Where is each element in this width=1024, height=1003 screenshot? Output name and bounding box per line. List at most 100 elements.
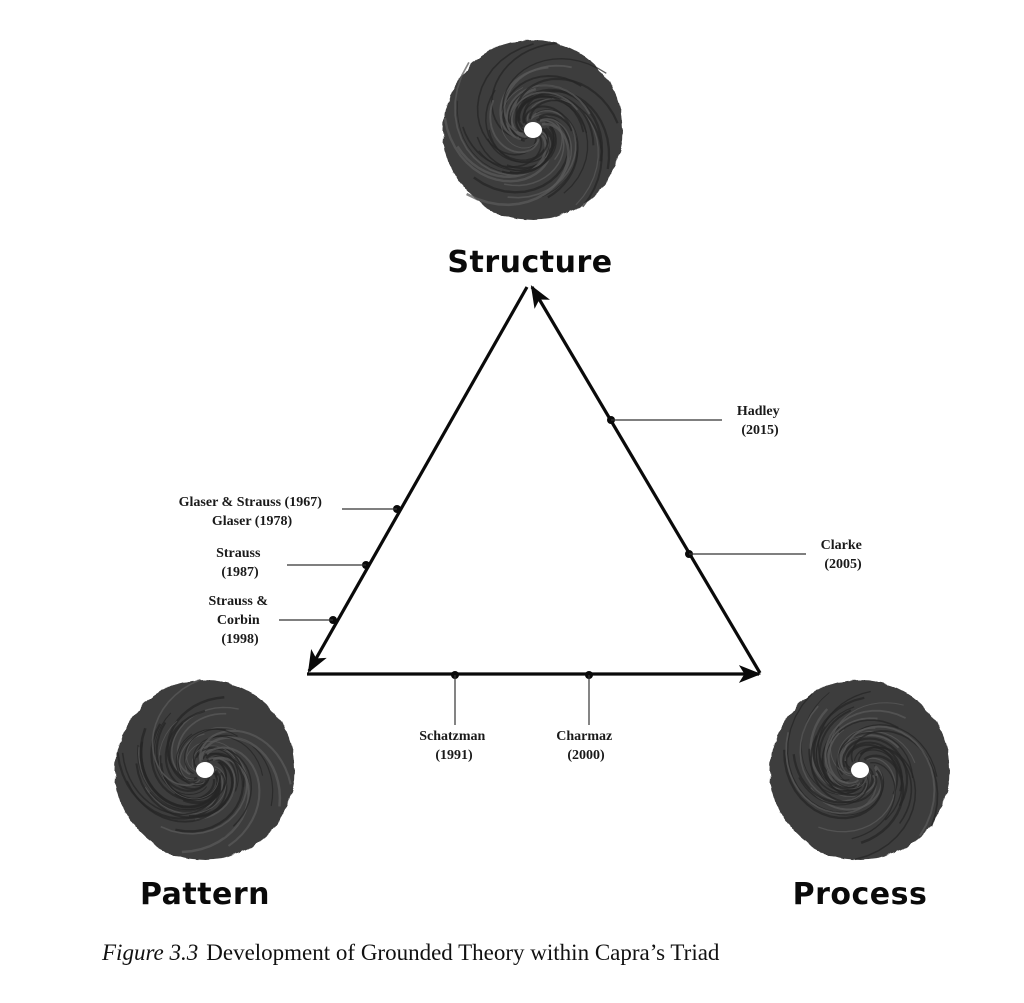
process-node: Process [770, 680, 950, 912]
figure-caption: Figure 3.3 Development of Grounded Theory… [102, 940, 719, 966]
marker-label: Hadley (2015) [737, 404, 783, 438]
swirl-stroke [798, 776, 869, 806]
swirl-stroke [815, 706, 861, 793]
swirl-eye [851, 762, 869, 778]
swirl-stroke [126, 772, 228, 823]
edge-process-to-structure [530, 285, 762, 674]
swirl-eye [524, 122, 542, 138]
structure-node: Structure [443, 40, 623, 280]
marker-label: Strauss & Corbin (1998) [208, 594, 271, 647]
swirl-stroke [179, 733, 209, 785]
swirl-stroke [175, 733, 211, 787]
swirl-stroke [195, 757, 236, 821]
swirl-stroke [827, 732, 859, 785]
swirl-stroke [150, 723, 216, 801]
swirl-stroke [462, 126, 543, 168]
swirl-stroke [200, 736, 282, 807]
swirl-stroke [186, 726, 237, 772]
marker-schatzman: Schatzman (1991) [419, 671, 489, 763]
swirl-stroke [489, 99, 540, 154]
swirl-stroke [812, 696, 865, 792]
swirl-stroke [501, 128, 553, 175]
swirl-stroke [836, 731, 914, 778]
marker-label-line: (1991) [435, 748, 473, 763]
marker-label-line: Glaser & Strauss (1967) [179, 495, 323, 510]
marker-glaser-strauss: Glaser & Strauss (1967) Glaser (1978) [179, 495, 401, 529]
swirl-stroke [539, 118, 573, 192]
swirl-stroke [503, 119, 565, 187]
swirl-stroke [515, 77, 619, 128]
swirl-stroke [206, 746, 261, 847]
swirl-stroke [486, 128, 549, 163]
marker-label-line: Hadley [737, 404, 780, 419]
figure-title: Development of Grounded Theory within Ca… [206, 940, 720, 965]
swirl-stroke [809, 735, 878, 804]
swirl-stroke [175, 752, 245, 833]
swirl-stroke [182, 761, 228, 805]
marker-label-line: Corbin [217, 613, 260, 628]
figure-number: Figure 3.3 [102, 940, 199, 965]
swirl-stroke [518, 93, 595, 146]
swirl-stroke [153, 712, 208, 796]
marker-label: Charmaz (2000) [556, 729, 616, 763]
swirl-stroke [181, 756, 251, 854]
swirl-stroke [144, 766, 227, 815]
swirl-stroke [151, 678, 201, 787]
pattern-node: Pattern [115, 678, 295, 912]
swirl-stroke [785, 732, 877, 815]
marker-label-line: (2005) [824, 557, 862, 572]
marker-label: Schatzman (1991) [419, 729, 489, 763]
marker-label-line: Strauss & [208, 594, 268, 609]
process-label: Process [793, 877, 928, 912]
swirl-stroke [799, 705, 869, 802]
swirl-stroke [826, 729, 867, 790]
swirl-stroke [783, 749, 884, 820]
swirl-stroke [523, 90, 611, 170]
swirl-stroke [536, 109, 579, 198]
pattern-label: Pattern [140, 877, 270, 912]
swirl-stroke [842, 737, 909, 807]
swirl-stroke [837, 727, 876, 777]
swirl-stroke [818, 709, 858, 790]
marker-charmaz: Charmaz (2000) [556, 671, 616, 763]
swirl-stroke [503, 64, 572, 135]
swirl-stroke [116, 752, 222, 820]
marker-label-line: Charmaz [556, 729, 612, 744]
marker-label-line: (1987) [221, 565, 259, 580]
swirl-stroke [825, 719, 899, 789]
swirl-stroke [860, 749, 903, 821]
edge-structure-to-pattern [307, 286, 529, 673]
swirl-stroke [466, 122, 570, 207]
swirl-stroke [851, 761, 896, 840]
marker-label-line: Strauss [216, 546, 261, 561]
swirl-stroke [198, 729, 292, 785]
swirl-stroke [121, 752, 218, 816]
swirl-stroke [514, 95, 585, 135]
swirl-stroke [829, 702, 904, 774]
marker-label-line: (1998) [221, 632, 259, 647]
swirl-stroke [177, 728, 238, 784]
swirl-stroke [824, 709, 906, 784]
swirl-icon [443, 40, 623, 220]
swirl-stroke [139, 741, 220, 809]
swirl-stroke [184, 728, 226, 774]
marker-label-line: Schatzman [419, 729, 485, 744]
marker-label: Strauss (1987) [216, 546, 264, 580]
marker-strauss: Strauss (1987) [216, 546, 370, 580]
swirl-stroke [845, 741, 903, 792]
swirl-stroke [510, 91, 579, 138]
marker-label-line: Glaser (1978) [212, 514, 293, 529]
structure-label: Structure [447, 245, 612, 280]
swirl-icon [115, 678, 295, 860]
marker-hadley: Hadley (2015) [607, 404, 783, 438]
swirl-stroke [176, 712, 227, 775]
marker-strauss-corbin: Strauss & Corbin (1998) [208, 594, 337, 647]
swirl-stroke [853, 747, 903, 778]
marker-clarke: Clarke (2005) [685, 538, 866, 572]
marker-label: Glaser & Strauss (1967) Glaser (1978) [179, 495, 326, 529]
marker-label-line: (2015) [741, 423, 779, 438]
marker-label: Clarke (2005) [821, 538, 866, 572]
swirl-stroke [158, 720, 219, 800]
swirl-icon [770, 680, 950, 861]
